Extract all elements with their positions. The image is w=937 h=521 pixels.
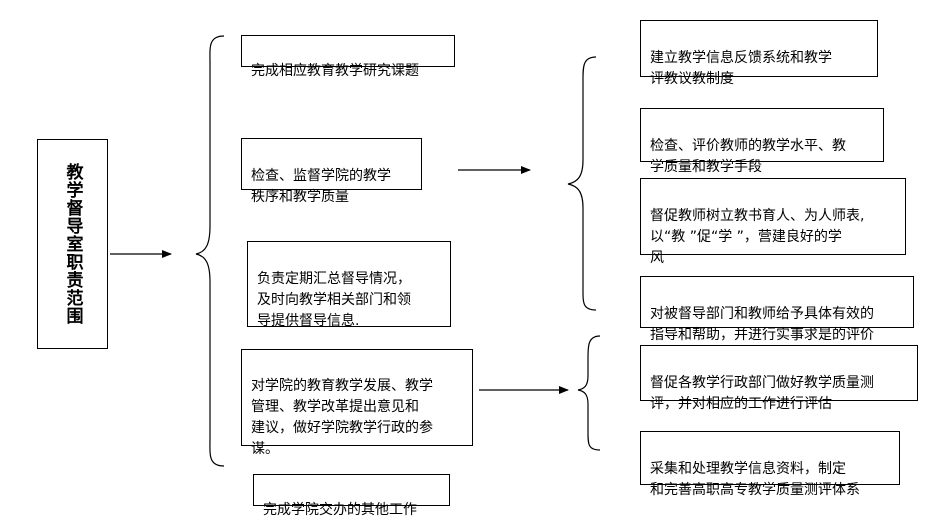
- duty-inspection-text: 检查、监督学院的教学 秩序和教学质量: [251, 168, 391, 205]
- detail-evaluate-teachers-box: 检查、评价教师的教学水平、教 学质量和教学手段: [640, 108, 884, 175]
- detail-quality-assessment-box: 督促各教学行政部门做好教学质量测 评，并对相应的工作进行评估: [640, 345, 918, 412]
- duty-advisory-text: 对学院的教育教学发展、教学 管理、教学改革提出意见和 建议，做好学院教学行政的参…: [251, 378, 433, 457]
- left-brace: [195, 35, 225, 467]
- main-duty-scope-box: 教学督导室职责范围: [37, 139, 108, 349]
- detail-teacher-ethics-box: 督促教师树立教书育人、为人师表, 以“教 ”促“学 ”，营建良好的学 风: [640, 178, 906, 266]
- upper-right-brace: [567, 56, 597, 311]
- detail-feedback-system-box: 建立教学信息反馈系统和教学 评教议教制度: [640, 20, 878, 87]
- detail-quality-assessment-text: 督促各教学行政部门做好教学质量测 评，并对相应的工作进行评估: [650, 375, 874, 412]
- main-title: 教学督导室职责范围: [62, 163, 83, 325]
- detail-evaluate-teachers-text: 检查、评价教师的教学水平、教 学质量和教学手段: [650, 138, 846, 175]
- lower-right-brace: [577, 335, 601, 451]
- detail-guidance-text: 对被督导部门和教师给予具体有效的 指导和帮助，并进行实事求是的评价: [650, 306, 874, 343]
- detail-info-collection-box: 采集和处理教学信息资料，制定 和完善高职高专教学质量测评体系: [640, 431, 900, 498]
- duty-other-box: 完成学院交办的其他工作: [253, 474, 450, 518]
- duty-research-box: 完成相应教育教学研究课题: [241, 35, 455, 79]
- detail-teacher-ethics-text: 督促教师树立教书育人、为人师表, 以“教 ”促“学 ”，营建良好的学 风: [650, 208, 865, 266]
- duty-report-text: 负责定期汇总督导情况， 及时向教学相关部门和领 导提供督导信息.: [257, 271, 411, 329]
- duty-inspection-box: 检查、监督学院的教学 秩序和教学质量: [241, 138, 422, 205]
- detail-feedback-system-text: 建立教学信息反馈系统和教学 评教议教制度: [650, 50, 832, 87]
- duty-other-text: 完成学院交办的其他工作: [263, 502, 417, 518]
- duty-research-text: 完成相应教育教学研究课题: [251, 63, 419, 79]
- detail-info-collection-text: 采集和处理教学信息资料，制定 和完善高职高专教学质量测评体系: [650, 461, 860, 498]
- duty-advisory-box: 对学院的教育教学发展、教学 管理、教学改革提出意见和 建议，做好学院教学行政的参…: [241, 349, 473, 457]
- detail-guidance-box: 对被督导部门和教师给予具体有效的 指导和帮助，并进行实事求是的评价: [640, 276, 914, 343]
- duty-report-box: 负责定期汇总督导情况， 及时向教学相关部门和领 导提供督导信息.: [247, 241, 451, 329]
